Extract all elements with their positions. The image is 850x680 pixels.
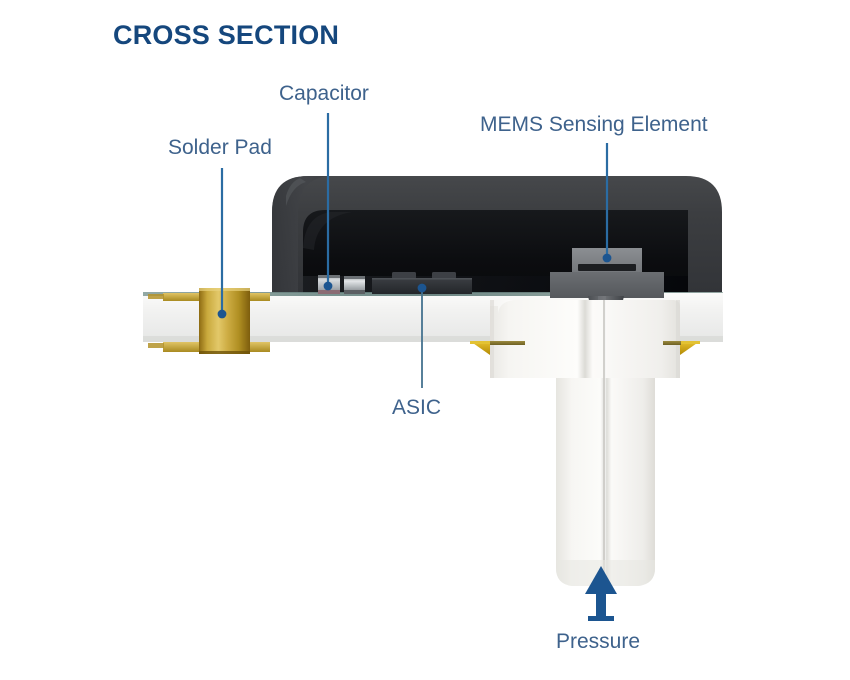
label-mems-sensing-element: MEMS Sensing Element — [480, 113, 708, 136]
solder-fillet-left — [470, 341, 525, 355]
leader-lines — [217, 113, 612, 388]
page-title: CROSS SECTION — [113, 20, 340, 50]
label-asic: ASIC — [392, 396, 442, 419]
label-capacitor: Capacitor — [279, 82, 369, 105]
label-solder-pad: Solder Pad — [168, 136, 272, 159]
mems-leader — [602, 143, 612, 263]
solder-pad — [148, 288, 270, 354]
label-pressure: Pressure — [556, 630, 641, 653]
solder-pad-leader — [217, 168, 227, 319]
component-2 — [344, 276, 365, 294]
pressure-arrow-icon — [585, 566, 617, 621]
solder-fillet-right — [663, 341, 700, 355]
port-body — [490, 300, 680, 586]
asic-leader — [417, 283, 427, 388]
capacitor-leader — [323, 113, 333, 291]
